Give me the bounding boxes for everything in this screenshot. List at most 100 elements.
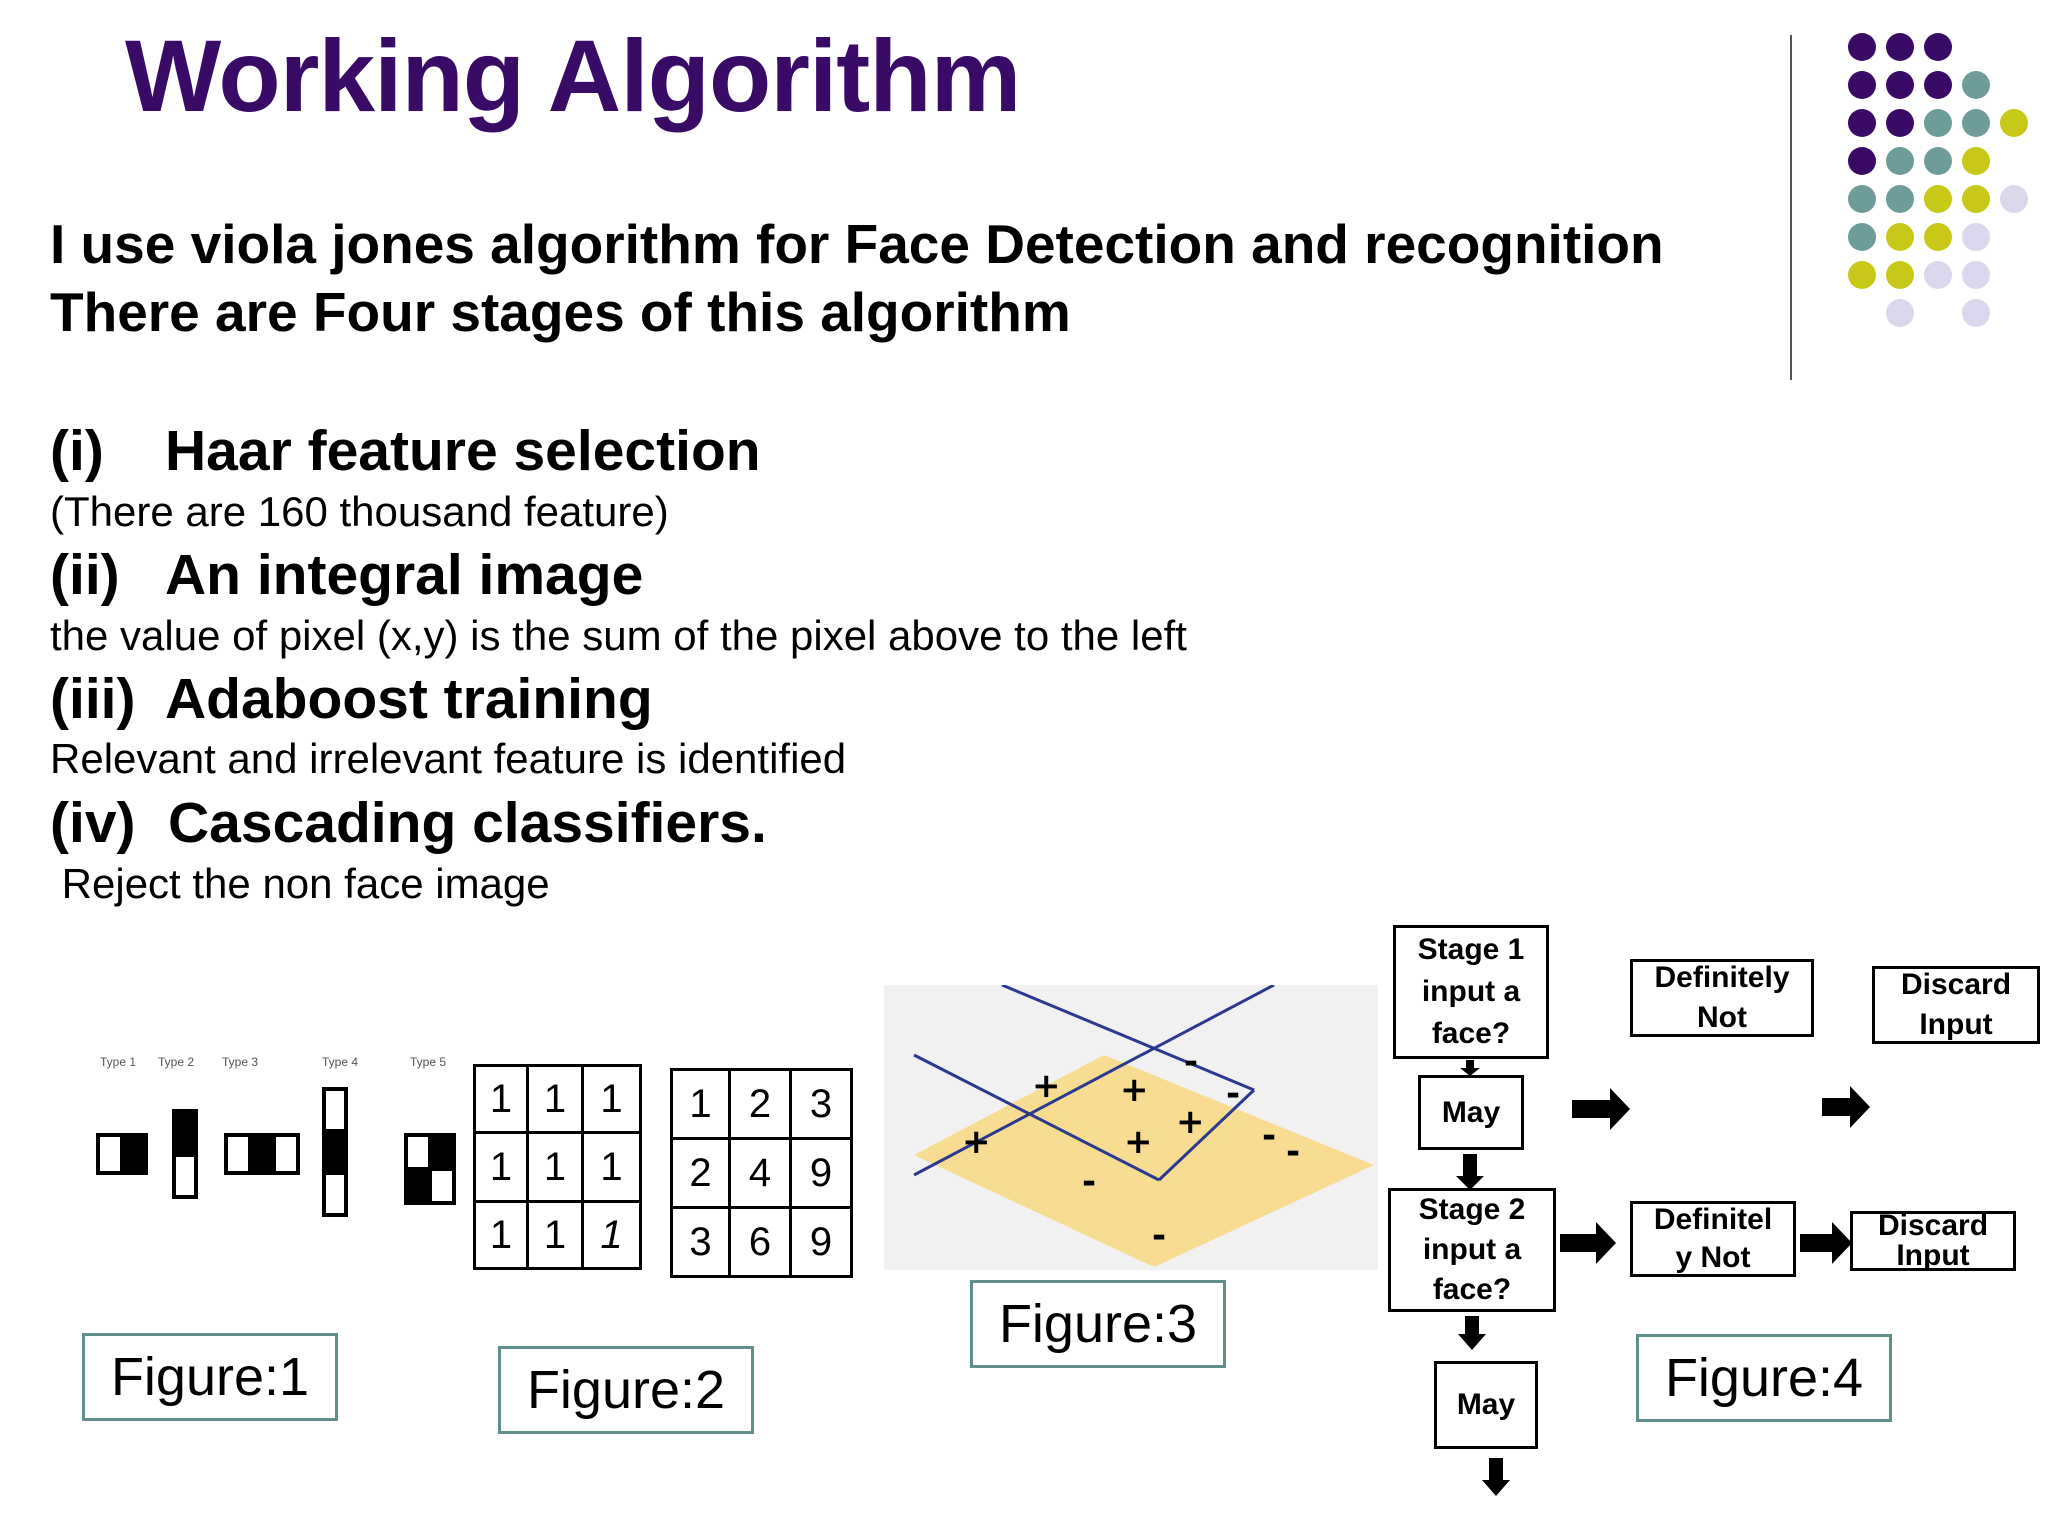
arrow-down-icon bbox=[1458, 1316, 1486, 1350]
may-1-box: May bbox=[1418, 1075, 1524, 1150]
svg-text:+: + bbox=[962, 1122, 991, 1162]
stage-1-title: Haar feature selection bbox=[165, 419, 761, 483]
decorative-dot bbox=[1886, 299, 1914, 327]
svg-text:-: - bbox=[1082, 1162, 1096, 1202]
grid-b-cell: 9 bbox=[789, 1206, 853, 1278]
stage-1-description: (There are 160 thousand feature) bbox=[50, 488, 669, 535]
decorative-dot bbox=[1848, 261, 1876, 289]
may-2-box: May bbox=[1434, 1361, 1538, 1449]
figure-1-haar-features: Type 1 Type 2 Type 3 Type 4 Type 5 bbox=[90, 1055, 470, 1235]
intro-line-1: I use viola jones algorithm for Face Det… bbox=[50, 213, 1664, 275]
adaboost-illustration: + + + + + - - - - - - bbox=[913, 983, 1374, 1267]
stage-3-title: Adaboost training bbox=[165, 667, 653, 731]
figure-2-label: Figure:2 bbox=[498, 1346, 754, 1434]
definitely-not-1-box: Definitely Not bbox=[1630, 959, 1814, 1037]
decorative-dot bbox=[1924, 109, 1952, 137]
cascade-arrows bbox=[1456, 1060, 1870, 1496]
arrow-right-icon bbox=[1822, 1086, 1870, 1128]
definitely-not-1-line-1: Definitely bbox=[1654, 961, 1790, 994]
arrow-down-icon bbox=[1482, 1458, 1510, 1496]
grid-b-cell: 3 bbox=[670, 1206, 731, 1278]
stage-1-line-3: face? bbox=[1431, 1017, 1511, 1050]
decorative-dot bbox=[1924, 33, 1952, 61]
stage-2-line-2: input a bbox=[1422, 1233, 1522, 1266]
discard-1-box: Discard Input bbox=[1872, 966, 2040, 1044]
haar-feature-shapes bbox=[96, 1087, 456, 1217]
decorative-dot bbox=[1848, 33, 1876, 61]
haar-type-3-label: Type 3 bbox=[222, 1055, 259, 1069]
stage-3-number: (iii) bbox=[50, 667, 136, 731]
decorative-dot bbox=[1848, 71, 1876, 99]
figure-4-label: Figure:4 bbox=[1636, 1334, 1892, 1422]
svg-text:+: + bbox=[1176, 1102, 1205, 1142]
stage-2-box: Stage 2 input a face? bbox=[1388, 1188, 1556, 1312]
decorative-dot bbox=[1924, 185, 1952, 213]
decorative-dot bbox=[1962, 109, 1990, 137]
stage-3-description: Relevant and irrelevant feature is ident… bbox=[50, 735, 847, 782]
figure-1-label: Figure:1 bbox=[82, 1333, 338, 1421]
decorative-dot-grid bbox=[0, 0, 2048, 327]
discard-1-line-1: Discard bbox=[1900, 968, 2012, 1001]
grid-a-cell: 1 bbox=[581, 1064, 642, 1134]
svg-text:-: - bbox=[1286, 1132, 1300, 1172]
decorative-dot bbox=[1962, 299, 1990, 327]
arrow-right-icon bbox=[1572, 1088, 1630, 1130]
svg-text:+: + bbox=[1124, 1122, 1153, 1162]
decorative-dot bbox=[1886, 223, 1914, 251]
figure-3-adaboost-image: + + + + + - - - - - - bbox=[884, 983, 1378, 1270]
discard-2-line-2: Input bbox=[1896, 1239, 1970, 1272]
stage-2-description: the value of pixel (x,y) is the sum of t… bbox=[50, 612, 1187, 659]
decorative-dot bbox=[1886, 147, 1914, 175]
stage-2-line-3: face? bbox=[1432, 1273, 1512, 1306]
svg-text:-: - bbox=[1262, 1116, 1276, 1156]
grid-b-cell: 2 bbox=[670, 1137, 731, 1209]
svg-text:-: - bbox=[1184, 1042, 1198, 1082]
svg-text:-: - bbox=[1226, 1074, 1240, 1114]
stage-4-title: Cascading classifiers. bbox=[168, 791, 767, 855]
grid-a-cell: 1 bbox=[526, 1064, 584, 1134]
svg-text:+: + bbox=[1120, 1070, 1149, 1110]
definitely-not-2-line-2: y Not bbox=[1675, 1241, 1751, 1274]
grid-a-cell: 1 bbox=[581, 1200, 642, 1270]
decorative-dot bbox=[1886, 71, 1914, 99]
stage-2-line-1: Stage 2 bbox=[1418, 1193, 1526, 1226]
decorative-dot bbox=[1886, 33, 1914, 61]
grid-b-cell: 9 bbox=[789, 1137, 853, 1209]
decorative-dot bbox=[1924, 71, 1952, 99]
discard-2-line-1: Discard bbox=[1877, 1209, 1989, 1242]
decorative-dot bbox=[1886, 109, 1914, 137]
grid-b-cell: 4 bbox=[728, 1137, 792, 1209]
discard-2-box: Discard Input bbox=[1850, 1211, 2016, 1271]
stage-2-title: An integral image bbox=[165, 543, 644, 607]
decorative-dot bbox=[1962, 185, 1990, 213]
haar-type-2-label: Type 2 bbox=[158, 1055, 195, 1069]
slide-title: Working Algorithm bbox=[125, 19, 1021, 133]
haar-type-1-label: Type 1 bbox=[100, 1055, 137, 1069]
stage-1-line-1: Stage 1 bbox=[1417, 933, 1525, 966]
decorative-dot bbox=[1848, 147, 1876, 175]
grid-a-cell: 1 bbox=[473, 1131, 529, 1203]
decorative-dot bbox=[1924, 147, 1952, 175]
decorative-dot bbox=[1848, 185, 1876, 213]
grid-b-cell: 3 bbox=[789, 1068, 853, 1140]
grid-a-cell: 1 bbox=[581, 1131, 642, 1203]
intro-line-2: There are Four stages of this algorithm bbox=[50, 281, 1071, 343]
arrow-down-icon bbox=[1456, 1154, 1484, 1190]
decorative-dot bbox=[1924, 223, 1952, 251]
arrow-down-icon bbox=[1460, 1060, 1480, 1076]
stage-4-description: Reject the non face image bbox=[50, 860, 550, 907]
definitely-not-1-line-2: Not bbox=[1697, 1001, 1747, 1034]
arrow-right-icon bbox=[1560, 1222, 1616, 1264]
figure-3-label: Figure:3 bbox=[970, 1280, 1226, 1368]
grid-a-cell: 1 bbox=[526, 1200, 584, 1270]
grid-b-cell: 2 bbox=[728, 1068, 792, 1140]
svg-text:+: + bbox=[1032, 1066, 1061, 1106]
stage-1-box: Stage 1 input a face? bbox=[1393, 925, 1549, 1059]
arrow-right-icon bbox=[1800, 1222, 1852, 1264]
grid-a-cell: 1 bbox=[473, 1064, 529, 1134]
definitely-not-2-line-1: Definitel bbox=[1653, 1203, 1773, 1236]
stage-2-heading: (ii)An integral image bbox=[50, 542, 643, 608]
decorative-dot bbox=[1848, 109, 1876, 137]
